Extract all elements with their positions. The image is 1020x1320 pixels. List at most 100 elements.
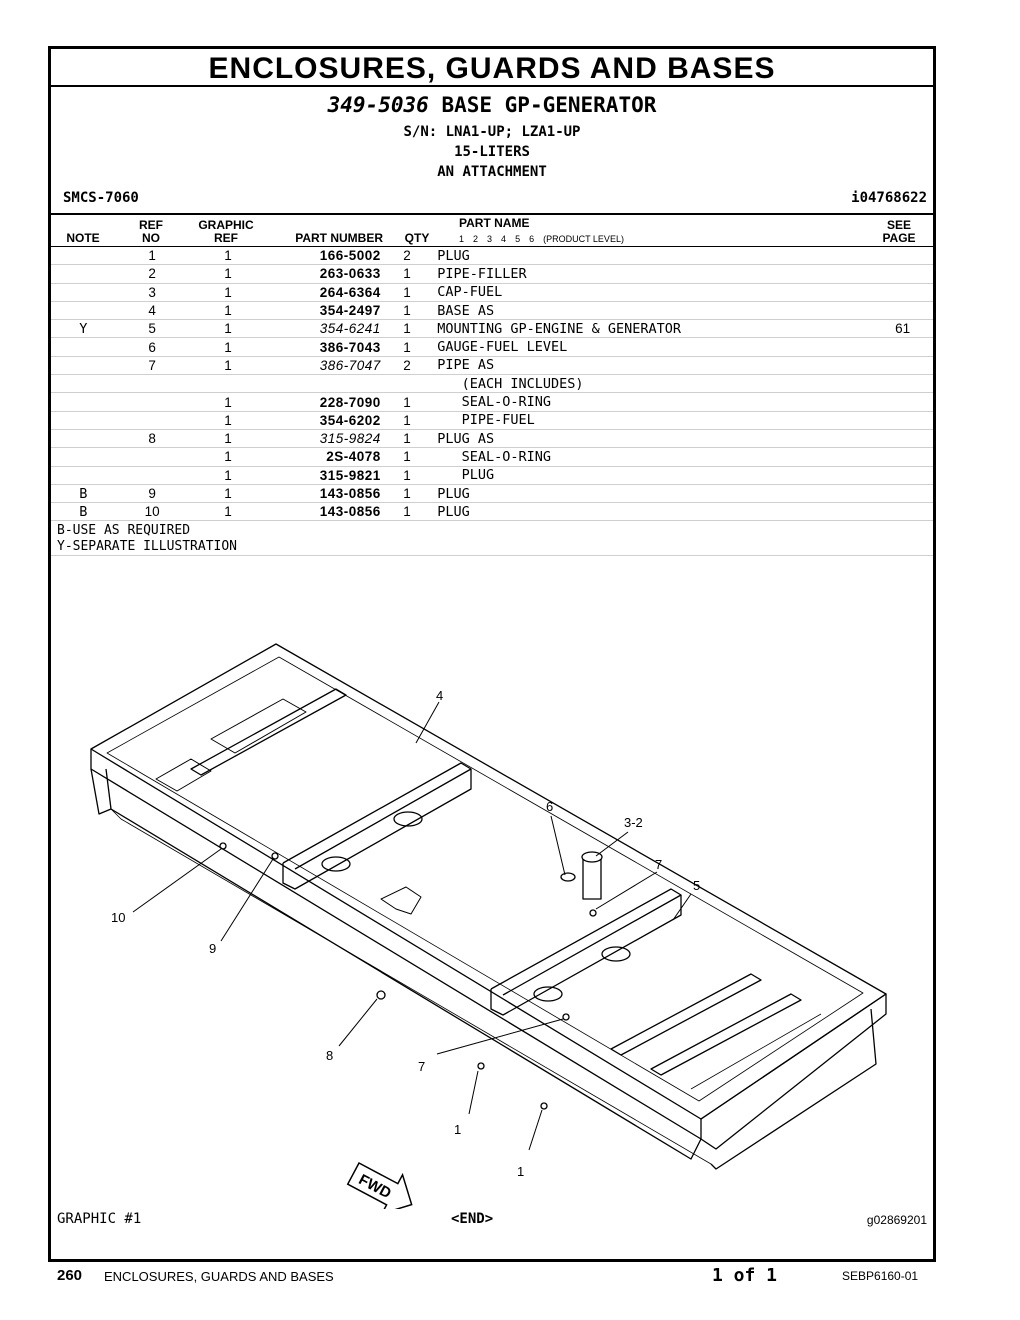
section-title: ENCLOSURES, GUARDS AND BASES (51, 49, 933, 87)
row-note (51, 356, 116, 376)
graphic-label: GRAPHIC #1 (57, 1211, 142, 1227)
row-qty: 1 (386, 301, 428, 321)
row-graphic-ref: 1 (188, 429, 268, 449)
row-see-page (872, 374, 933, 394)
row-qty: 1 (386, 319, 428, 339)
row-see-page (872, 301, 933, 321)
row-part-number: 354-6241 (267, 319, 387, 339)
filler-pipe (582, 859, 602, 900)
row-see-page (872, 356, 933, 376)
row-qty: 1 (386, 502, 428, 522)
row-ref-no: 5 (115, 319, 189, 339)
row-note: B (51, 502, 116, 522)
callout-8: 8 (326, 1048, 333, 1063)
row-qty (386, 374, 428, 394)
row-note: B (51, 484, 116, 504)
row-graphic-ref: 1 (188, 502, 268, 522)
col-part-name: PART NAME (459, 216, 530, 230)
row-part-name: (EACH INCLUDES) (427, 374, 873, 394)
row-part-number: 386-7047 (267, 356, 387, 376)
footer-document-id: SEBP6160-01 (842, 1269, 919, 1283)
row-part-name: PLUG AS (427, 429, 873, 449)
col-see-top: SEE (886, 218, 911, 232)
row-qty: 2 (386, 356, 428, 376)
row-qty: 1 (386, 283, 428, 302)
end-rail (700, 993, 887, 1150)
footer-page-number: 260 (57, 1267, 83, 1284)
engine-liters: 15-LITERS (454, 144, 530, 160)
callout-1a: 1 (454, 1122, 461, 1137)
row-part-number: 143-0856 (267, 502, 387, 522)
row-graphic-ref: 1 (188, 392, 268, 412)
note-y: Y-SEPARATE ILLUSTRATION (57, 539, 238, 554)
row-graphic-ref (188, 374, 268, 394)
row-part-number (267, 374, 387, 394)
row-part-name: MOUNTING GP-ENGINE & GENERATOR (427, 319, 873, 339)
row-ref-no: 2 (115, 264, 189, 284)
footer-title: ENCLOSURES, GUARDS AND BASES (104, 1269, 334, 1284)
row-part-number: 315-9821 (267, 466, 387, 485)
row-part-name: GAUGE-FUEL LEVEL (427, 337, 873, 357)
row-part-number: 2S-4078 (267, 447, 387, 467)
row-part-number: 263-0633 (267, 264, 387, 284)
col-part-number: PART NUMBER (295, 231, 383, 245)
mount-1 (321, 856, 351, 872)
plug-10 (219, 842, 227, 850)
row-see-page (872, 392, 933, 412)
row-part-name: BASE AS (427, 301, 873, 321)
row-part-name: CAP-FUEL (427, 283, 873, 302)
level-2: 2 (473, 234, 479, 244)
row-ref-no: 9 (115, 484, 189, 504)
row-graphic-ref: 1 (188, 484, 268, 504)
col-see-page: SEE PAGE (869, 219, 929, 245)
row-graphic-ref: 1 (188, 319, 268, 339)
row-part-number: 354-2497 (267, 301, 387, 321)
row-part-name: SEAL-O-RING (427, 447, 873, 467)
row-ref-no (115, 392, 189, 412)
bracket (380, 886, 422, 915)
row-note (51, 429, 116, 449)
frame-inner-edge (106, 656, 864, 1102)
cross-member-2 (282, 762, 472, 870)
smcs-code: SMCS-7060 (63, 190, 139, 206)
row-ref-no: 6 (115, 337, 189, 357)
row-graphic-ref: 1 (188, 411, 268, 430)
header-divider (51, 213, 933, 215)
row-graphic-ref: 1 (188, 337, 268, 357)
row-note (51, 264, 116, 284)
group-name: BASE GP-GENERATOR (441, 93, 657, 117)
row-note (51, 247, 116, 266)
level-6: 6 (529, 234, 535, 244)
serial-range: S/N: LNA1-UP; LZA1-UP (403, 124, 581, 140)
level-1: 1 (459, 234, 465, 244)
row-part-number: 386-7043 (267, 337, 387, 357)
callout-9: 9 (209, 941, 216, 956)
base-illustration: 4 6 3-2 7 5 10 9 8 7 1 1 FWD (90, 643, 887, 1209)
table-row: (EACH INCLUDES) (51, 374, 933, 394)
callout-5: 5 (693, 878, 700, 893)
row-qty: 1 (386, 337, 428, 357)
row-part-name: SEAL-O-RING (427, 392, 873, 412)
row-ref-no: 4 (115, 301, 189, 321)
column-header-divider (51, 246, 933, 247)
col-see-bottom: PAGE (882, 231, 916, 245)
plug-8 (376, 990, 386, 1000)
level-4: 4 (501, 234, 507, 244)
mount-3 (533, 986, 563, 1002)
row-see-page (872, 247, 933, 266)
level-5: 5 (515, 234, 521, 244)
row-ref-no: 10 (115, 502, 189, 522)
front-rail (90, 749, 702, 1140)
level-3: 3 (487, 234, 493, 244)
row-part-name: PIPE-FUEL (427, 411, 873, 430)
